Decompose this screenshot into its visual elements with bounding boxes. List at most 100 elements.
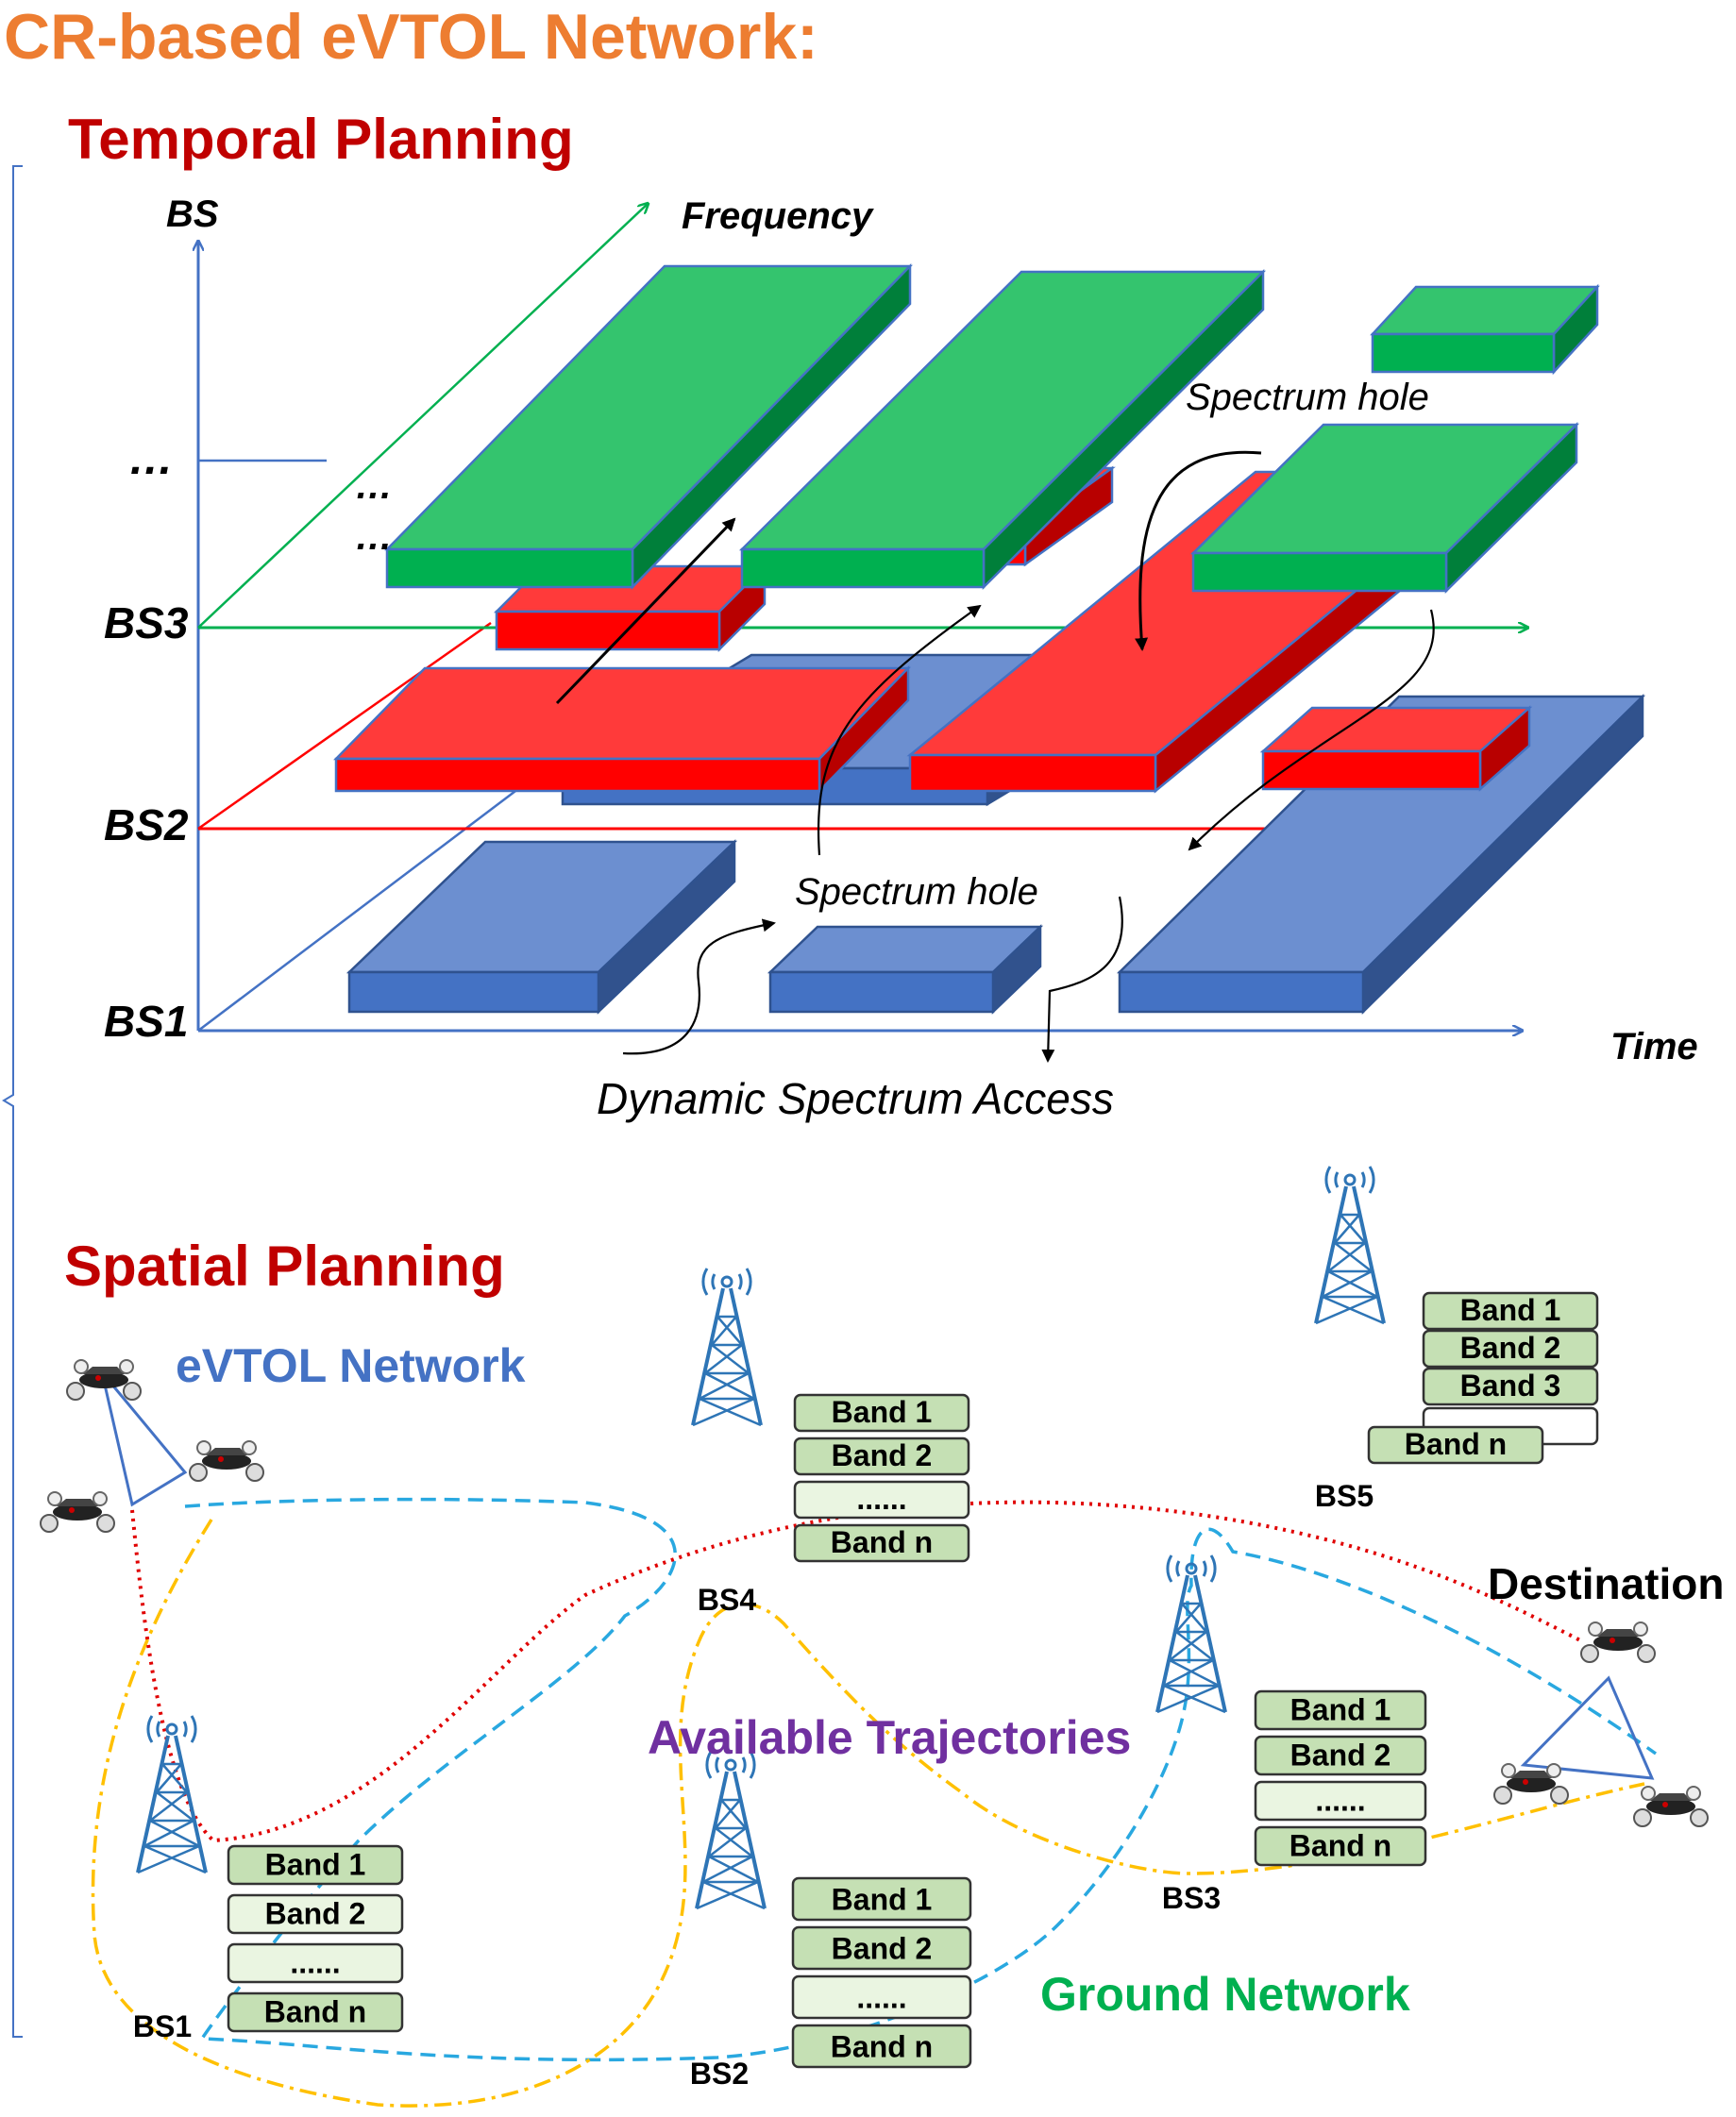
trajectory-blue-dashed xyxy=(184,1497,1658,2062)
spectrum-hole-label-bottom: Spectrum hole xyxy=(795,871,1038,913)
band-label-1: Band 1 xyxy=(265,1847,366,1881)
band-box-1 xyxy=(1254,1689,1427,1731)
spectrum-block-2 xyxy=(767,924,1044,1015)
band-box-3 xyxy=(1254,1780,1427,1822)
bs-axis-tick-bs2: BS2 xyxy=(104,800,189,849)
band-label-2: Band 2 xyxy=(1460,1331,1561,1365)
bs-ellipsis: … xyxy=(128,434,174,484)
block-front-face xyxy=(1261,749,1482,791)
band-box-2 xyxy=(793,1437,970,1476)
bracket-line xyxy=(2,165,23,2038)
spectrum-block-13 xyxy=(1370,283,1600,376)
band-label-2: Band 2 xyxy=(265,1896,366,1930)
bs-axis-tick-bs1: BS1 xyxy=(104,997,188,1046)
side-bracket xyxy=(2,165,23,2038)
station-label: BS2 xyxy=(690,2057,749,2091)
band-label-1: Band 1 xyxy=(832,1395,933,1429)
bs-axis-tick-bs3: BS3 xyxy=(104,598,189,647)
band-box-3 xyxy=(227,1942,404,1984)
base-stations: Band 1 Band 2...... Band n BS1 Band 1 Band 2.… xyxy=(133,1165,1599,2091)
band-label-4: Band n xyxy=(264,1994,366,2028)
ground-network-label: Ground Network xyxy=(1040,1968,1410,2021)
station-label: BS5 xyxy=(1315,1479,1374,1513)
block-front-face xyxy=(347,970,600,1014)
band-box-2 xyxy=(1422,1329,1599,1369)
band-label-3: ...... xyxy=(1315,1783,1365,1817)
band-label-3: ...... xyxy=(856,1980,906,2014)
spectrum-block-4 xyxy=(1116,694,1646,1015)
frequency-axis-bs3 xyxy=(197,204,648,629)
available-trajectories-label: Available Trajectories xyxy=(648,1711,1131,1764)
spectrum-block-12 xyxy=(1189,422,1580,594)
base-station-bs3: Band 1 Band 2...... Band n BS3 xyxy=(1155,1554,1427,1915)
block-front-face xyxy=(768,970,995,1014)
tower-icon xyxy=(695,1750,767,1910)
band-label-1: Band 1 xyxy=(1460,1293,1561,1327)
band-label-3: Band 3 xyxy=(1460,1369,1561,1403)
evtol-formation-source xyxy=(100,1371,188,1507)
spacer xyxy=(132,1331,604,1840)
tower-icon xyxy=(136,1714,208,1874)
block-front-face xyxy=(1191,551,1448,593)
row-ellipsis-1: … xyxy=(355,465,393,507)
trajectory-yellow-dashdot xyxy=(91,1519,1645,2108)
station-label: BS1 xyxy=(133,2009,192,2043)
band-box-1 xyxy=(227,1844,404,1886)
arrow-dsa-right xyxy=(1041,896,1123,1063)
band-box-4 xyxy=(1254,1825,1427,1867)
spectrum-block-9 xyxy=(1259,705,1533,792)
band-box-1 xyxy=(791,1876,972,1922)
arrow-spectrum-hole-top xyxy=(1135,450,1262,651)
evtol-drone-icon-5 xyxy=(1493,1763,1569,1805)
base-station-bs5: Band 1 Band 2 Band 3 Band n BS5 xyxy=(1314,1165,1599,1513)
spectrum-block-1 xyxy=(346,839,738,1015)
band-label-2: Band 2 xyxy=(1290,1738,1391,1772)
band-label-2: Band 2 xyxy=(832,1931,933,1965)
arrow-trajectory xyxy=(555,517,736,705)
block-front-face xyxy=(385,547,634,589)
station-label: BS3 xyxy=(1162,1881,1221,1915)
spatial-heading: Spatial Planning xyxy=(64,1235,505,1298)
row-ellipsis-2: … xyxy=(355,516,393,558)
dsa-label: Dynamic Spectrum Access xyxy=(597,1074,1114,1123)
band-box-2 xyxy=(227,1893,404,1935)
band-label-2: Band 2 xyxy=(832,1438,933,1472)
evtol-formation-destination xyxy=(1520,1675,1655,1780)
temporal-annotations xyxy=(555,450,1435,1063)
band-label-4: Band n xyxy=(831,1525,933,1559)
band-box-4 xyxy=(227,1991,404,2033)
frequency-axis-bs2 xyxy=(197,621,492,831)
band-label-4: Band n xyxy=(1289,1828,1391,1862)
base-station-bs1: Band 1 Band 2...... Band n BS1 xyxy=(133,1714,404,2043)
temporal-heading: Temporal Planning xyxy=(68,108,574,171)
band-box-1 xyxy=(793,1393,970,1433)
band-box-2 xyxy=(1254,1735,1427,1776)
band-box-4 xyxy=(1367,1425,1544,1465)
arrow-spectrum-hole-bottom-b xyxy=(1188,609,1435,851)
evtol-network-label: eVTOL Network xyxy=(176,1339,526,1392)
band-label-3: ...... xyxy=(290,1945,340,1979)
evtol-drone-icon-2 xyxy=(189,1440,264,1482)
band-box-2 xyxy=(791,1925,972,1971)
block-front-face xyxy=(1371,332,1556,374)
band-label-1: Band 1 xyxy=(1290,1692,1391,1726)
evtol-drone-icon-4 xyxy=(1580,1621,1656,1663)
evtol-drone-icon-1 xyxy=(66,1359,142,1401)
block-front-face xyxy=(495,610,721,651)
spectrum-block-10 xyxy=(384,262,913,591)
block-front-face xyxy=(1118,970,1365,1014)
band-box-1 xyxy=(1422,1291,1599,1331)
diagram-text: CR-based eVTOL Network: Temporal Planning… xyxy=(4,1,1724,2021)
page-title: CR-based eVTOL Network: xyxy=(4,1,818,73)
destination-label: Destination xyxy=(1488,1559,1724,1608)
block-front-face xyxy=(334,757,821,793)
band-label-4: Band n xyxy=(1405,1427,1507,1461)
spectrum-blocks xyxy=(333,262,1646,1015)
spectrum-block-11 xyxy=(738,268,1267,591)
band-label-1: Band 1 xyxy=(832,1882,933,1916)
band-box-4 xyxy=(791,2024,972,2069)
